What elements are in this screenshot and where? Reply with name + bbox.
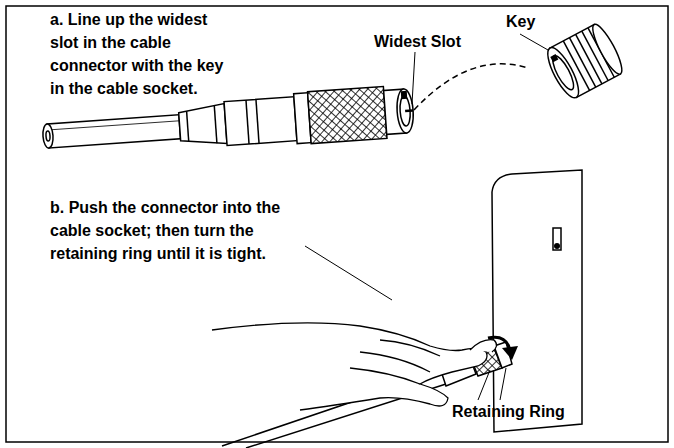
part-label: Key [506,10,566,33]
part-label: Widest Slot [374,30,494,53]
leader-line [500,368,506,400]
cable-socket [542,21,627,101]
leader-line [478,370,490,400]
alignment-dashed-line [414,64,528,110]
instruction-text: b. Push the connector into the cable soc… [50,196,312,265]
instruction-text: a. Line up the widest slot in the cable … [50,8,235,100]
leader-line [412,52,415,104]
frame-border [6,6,668,442]
hand [212,323,497,410]
leader-line [520,34,548,50]
leader-line [305,246,392,300]
panel-plate [492,170,582,432]
part-label: Retaining Ring [452,400,602,423]
panel-symbol [553,228,561,250]
